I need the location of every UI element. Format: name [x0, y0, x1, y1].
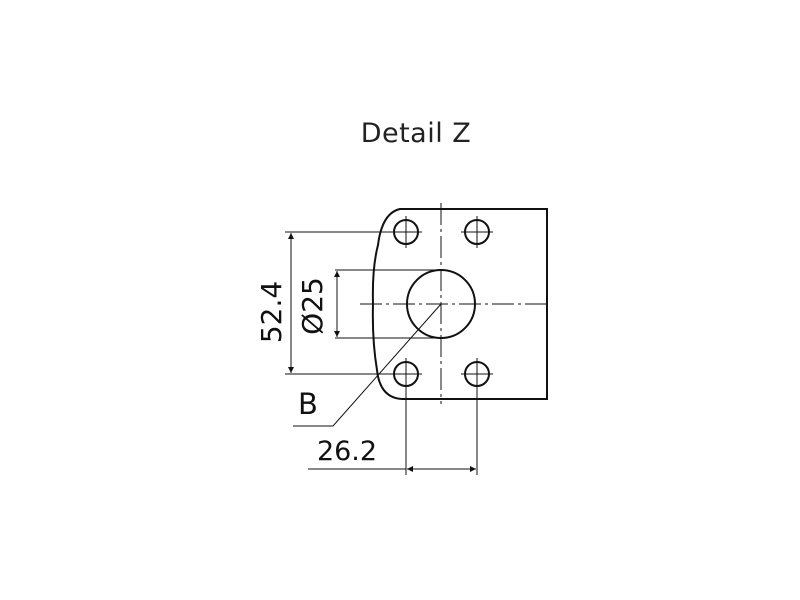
- bolt-hole: [390, 358, 422, 390]
- dimension-label-52-4: 52.4: [255, 281, 288, 343]
- dimension-26-2: 26.2: [308, 386, 478, 475]
- datum-label-b: B: [298, 387, 318, 421]
- dimension-label-diameter-25: Ø25: [296, 277, 329, 335]
- dimension-label-26-2: 26.2: [317, 436, 377, 467]
- bolt-hole: [461, 216, 493, 248]
- dimension-52-4: 52.4: [255, 231, 394, 375]
- bolt-hole: [461, 358, 493, 390]
- dimension-diameter-25: Ø25: [296, 269, 441, 339]
- drawing-title: Detail Z: [360, 118, 472, 149]
- datum-leader-b: B: [293, 303, 442, 427]
- plate-outline: [371, 208, 548, 400]
- bolt-hole: [390, 216, 422, 248]
